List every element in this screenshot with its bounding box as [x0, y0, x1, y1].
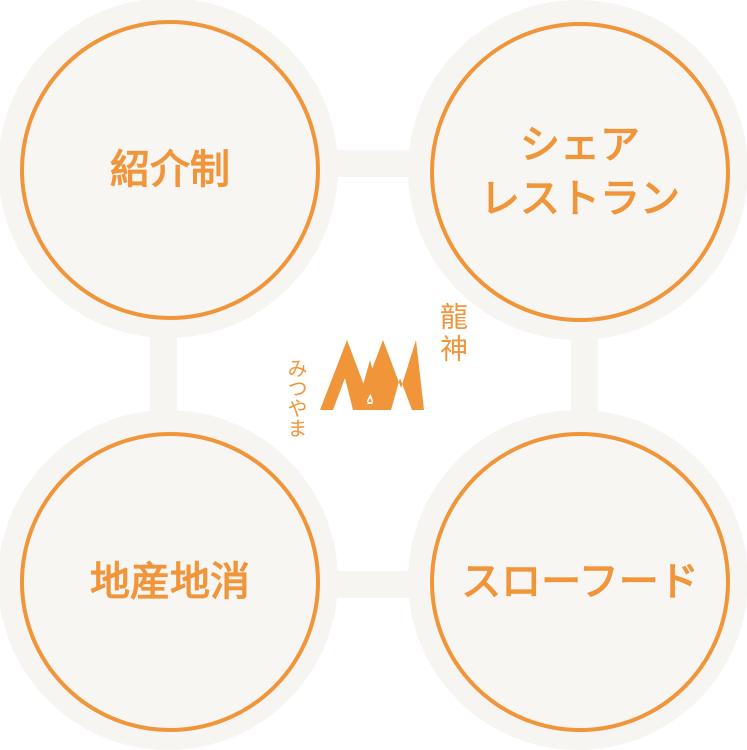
circle-share-restaurant: シェア レストラン — [430, 22, 730, 322]
circle-label: 紹介制 — [110, 147, 230, 193]
circle-label: スローフード — [461, 559, 699, 605]
logo-name: 龍神 — [436, 302, 469, 366]
circle-label: シェア レストラン — [480, 122, 680, 222]
circle-local-production: 地産地消 — [20, 432, 320, 732]
circle-label: 地産地消 — [90, 559, 250, 605]
logo-subname: みつやま — [284, 358, 308, 438]
logo-mountains-icon — [320, 340, 424, 410]
circle-slow-food: スローフード — [430, 432, 730, 732]
circle-introduction: 紹介制 — [20, 20, 320, 320]
